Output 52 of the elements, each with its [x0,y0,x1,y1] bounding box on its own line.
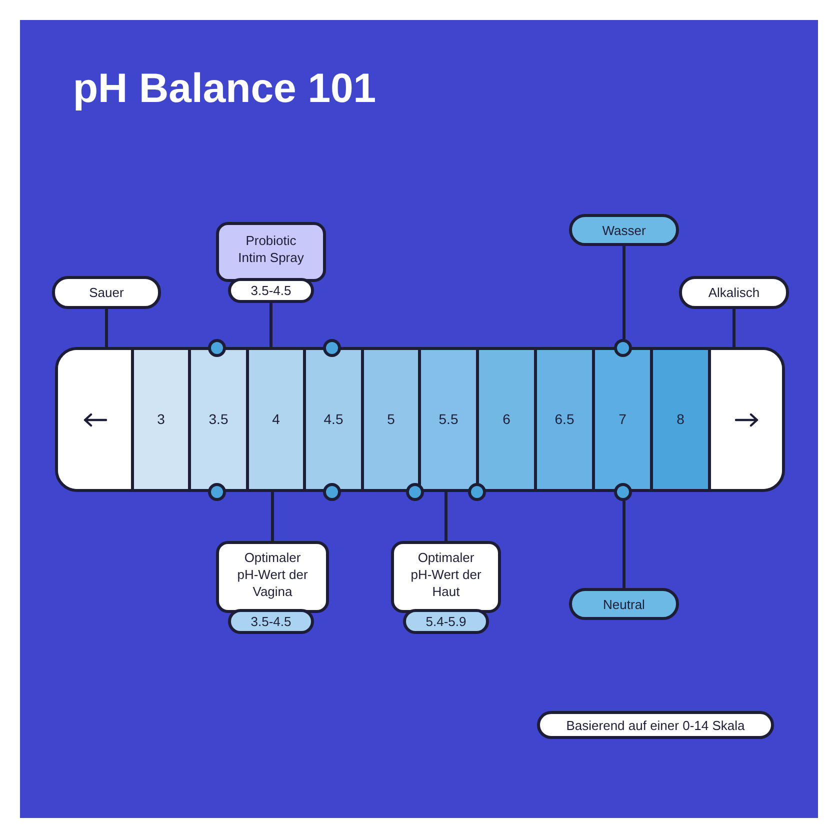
ph-value: 4.5 [324,411,344,428]
label-pill [569,588,679,620]
callout-text: Probiotic Intim Spray [237,232,305,266]
scale-cell [188,350,246,489]
ph-value: 5 [387,411,395,428]
ph-value: 6.5 [554,411,574,428]
scale-cell [303,350,361,489]
scale-cell [476,350,534,489]
label-pill [569,214,679,246]
leader-line [270,303,272,350]
ph-value: 5.5 [438,411,458,428]
label-text: Sauer [89,284,124,301]
leader-line [732,309,736,350]
label-text: Alkalisch [708,284,760,301]
ph-value: 8 [676,411,684,428]
leader-line [444,489,448,541]
range-text: 5.4-5.9 [426,613,466,630]
callout-box [216,222,326,282]
scale-cell [418,350,476,489]
title: pH Balance 101 [73,64,376,112]
scale-cell [592,350,650,489]
callout-box [216,541,329,613]
ph-value: 6 [502,411,510,428]
label-pill [679,276,789,309]
callout-text: Optimaler pH-Wert der Haut [410,548,482,600]
ph-scale-bar [55,347,785,492]
leader-line [622,246,626,339]
note-text: Basierend auf einer 0-14 Skala [566,716,745,734]
note-pill [537,711,774,739]
ph-value: 7 [618,411,626,428]
scale-cell [246,350,303,489]
scale-end-cell [708,350,782,489]
callout-text: Optimaler pH-Wert der Vagina [236,548,309,600]
leader-line [271,489,274,541]
range-text: 3.5-4.5 [250,613,292,630]
scale-cell [361,350,418,489]
scale-cell [131,350,188,489]
leader-line [622,501,626,588]
label-text: Neutral [603,596,645,612]
value-pill [228,609,314,634]
value-pill [228,278,314,303]
ph-value: 4 [272,411,280,428]
ph-value: 3 [157,411,165,428]
leader-line [105,309,108,350]
label-text: Wasser [602,222,646,238]
scale-cell [650,350,708,489]
label-pill [52,276,161,309]
value-pill [403,609,489,634]
range-text: 3.5-4.5 [250,282,292,299]
scale-cell [534,350,592,489]
callout-box [391,541,501,613]
ph-value: 3.5 [208,411,228,428]
